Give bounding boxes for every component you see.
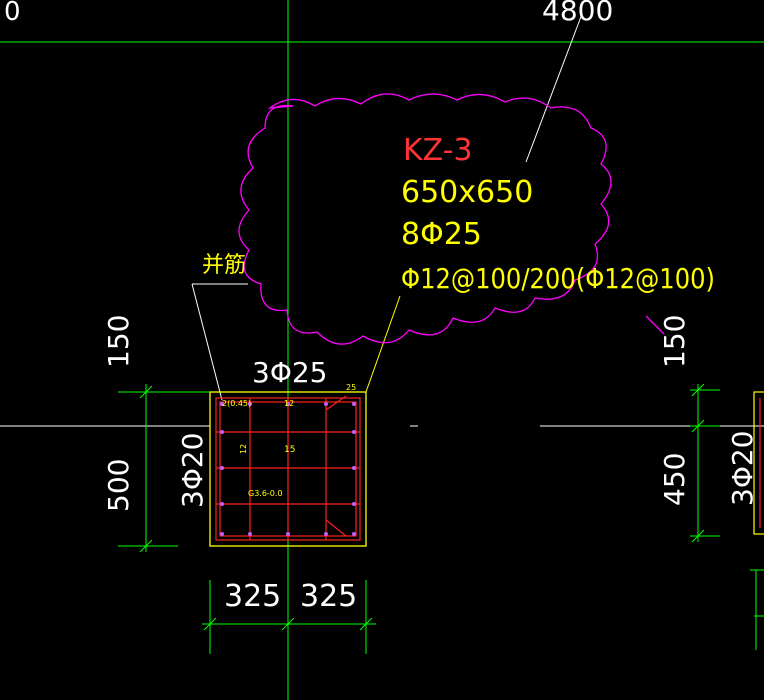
dim-right-tick-top	[691, 383, 705, 397]
small-top-text: 12	[284, 399, 294, 408]
section-size-text: 650x650	[401, 175, 533, 210]
bar-dot	[248, 532, 252, 536]
bar-dot	[352, 502, 356, 506]
leader-line-top-dimension	[525, 13, 583, 163]
revision-cloud	[238, 93, 612, 345]
dim-right-tick-mid	[691, 419, 705, 433]
hook-bottom-right	[325, 519, 347, 537]
hook-top-right	[325, 395, 347, 411]
bar-dot	[220, 402, 224, 406]
column-outline	[209, 391, 367, 547]
bar-dot	[286, 532, 290, 536]
bar-dot	[324, 532, 328, 536]
dim-left-lower-text: 500	[102, 459, 135, 512]
small-bottom-text: G3.6-0.0	[248, 489, 283, 498]
dim-left-tick-top	[139, 385, 153, 399]
axis-lines	[0, 13, 764, 427]
dim-left-upper-text: 150	[102, 315, 135, 368]
stirrups-text: Φ12@100/200(Φ12@100)	[401, 262, 715, 295]
dim-bottom-tick-right	[359, 617, 373, 631]
dim-right-tick-bottom	[691, 529, 705, 543]
small-corner-right-text: 25	[346, 383, 356, 392]
adjacent-column-outline	[753, 391, 764, 535]
leader-line-bundled-bars-diagonal	[191, 283, 223, 401]
bar-dot	[286, 402, 290, 406]
bar-dot	[352, 532, 356, 536]
revision-cloud-tail	[645, 315, 665, 335]
dim-bottom-right-text: 325	[300, 579, 357, 614]
main-bars-text: 8Φ25	[401, 217, 482, 252]
top-dimension-text: 4800	[542, 0, 613, 27]
bar-dot	[220, 430, 224, 434]
column-mark-text: KZ-3	[403, 133, 473, 168]
dim-bottom-tick-left	[203, 617, 217, 631]
small-mid-text: 15	[284, 445, 295, 455]
dim-bottom-tick-mid	[281, 617, 295, 631]
small-side-text: 12	[239, 444, 248, 454]
bar-dot	[220, 466, 224, 470]
dimension-lines	[118, 383, 764, 654]
top-bars-text: 3Φ25	[252, 356, 327, 389]
bar-dot	[324, 402, 328, 406]
dim-right-lower-text: 450	[658, 453, 691, 506]
adjacent-column-partial	[753, 391, 764, 535]
dim-bottom-left-text: 325	[224, 579, 281, 614]
small-corner-left-text: 2(0.45)	[222, 399, 251, 408]
side-bars-right-text: 3Φ20	[726, 431, 759, 506]
bar-dot	[352, 466, 356, 470]
bundled-bars-label: 并筋	[202, 253, 246, 278]
leader-line-label	[365, 295, 401, 393]
bar-dot	[220, 532, 224, 536]
rebar-bars	[220, 402, 356, 536]
bar-dot	[352, 430, 356, 434]
top-left-fragment-text: 0	[4, 0, 21, 27]
dim-left-tick-bottom	[139, 539, 153, 553]
dim-right-upper-text: 150	[658, 315, 691, 368]
side-bars-left-text: 3Φ20	[176, 433, 209, 508]
bar-dot	[352, 402, 356, 406]
bar-dot	[248, 402, 252, 406]
bar-dot	[220, 502, 224, 506]
